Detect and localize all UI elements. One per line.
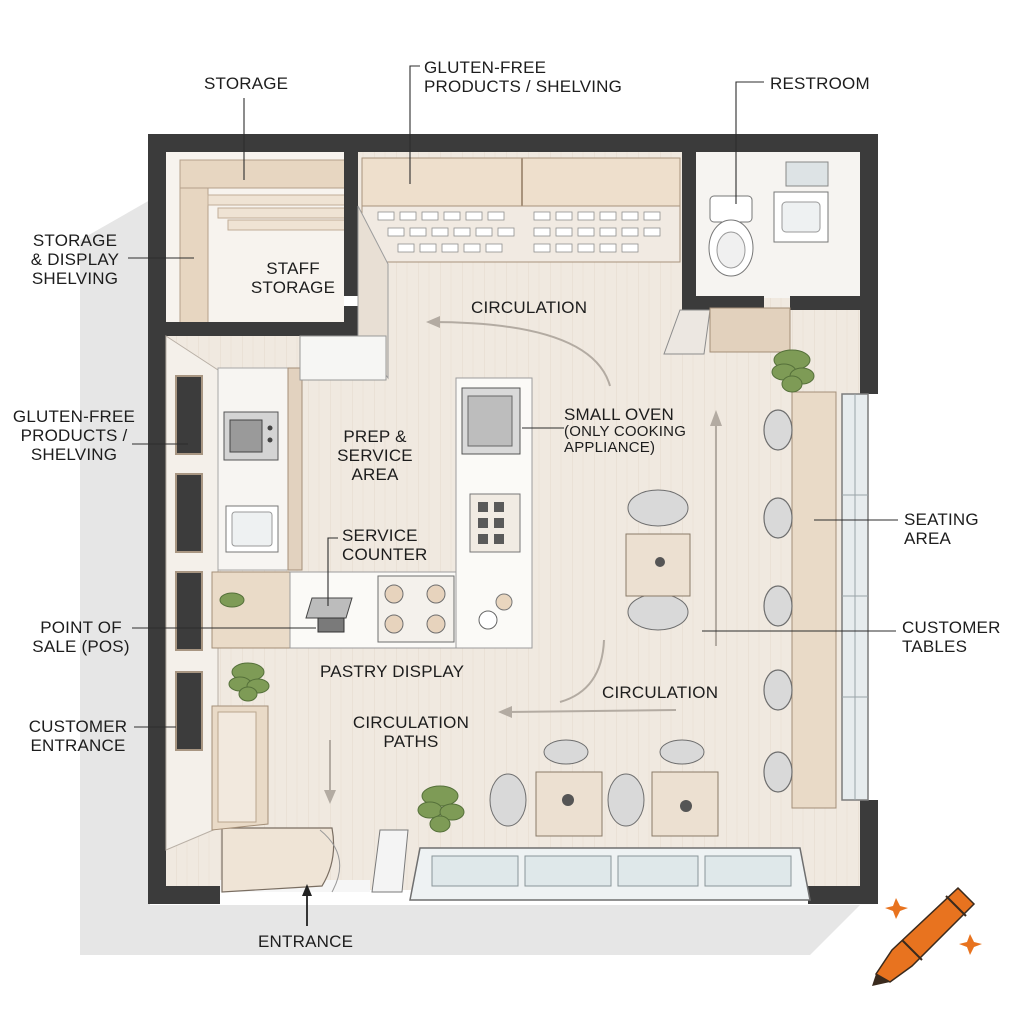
label-pastry-display: PASTRY DISPLAY [320,662,465,681]
label-circulation-right: CIRCULATION [602,683,719,702]
restroom [663,150,860,355]
display-rack [469,493,521,553]
leader-lines [128,65,898,728]
pastry-case [377,575,455,643]
upper-cabinet [299,335,387,381]
toilet-icon [708,195,754,277]
tip-jar [478,610,498,630]
customer-tables-bottom [489,739,719,837]
cash-register-icon [305,597,353,633]
microwave-icon [223,411,279,461]
potted-plant-icon [219,349,815,833]
outer-walls [148,134,878,904]
bread-plate [495,593,513,611]
label-small-oven: SMALL OVEN (ONLY COOKING APPLIANCE) [564,405,687,456]
entrance-arrow [302,884,312,926]
sink-icon [773,161,829,243]
lower-left-shelf [211,705,269,831]
wall-menu-boards [175,375,203,751]
prep-sink-icon [225,505,279,553]
circulation-arrows [324,316,722,804]
storage-room [166,150,358,336]
label-circulation-top: CIRCULATION [471,298,588,317]
customer-table-center [625,489,691,631]
label-entrance: ENTRANCE [258,932,354,951]
crayon-logo-icon [872,886,982,986]
label-storage-top: STORAGE [204,74,289,93]
top-shelving [357,157,681,380]
entrance-door [220,827,370,893]
seating-bench [763,391,837,809]
service-counter [211,377,533,649]
oven-icon [461,387,521,455]
label-restroom: RESTROOM [770,74,870,93]
left-counter [165,335,303,851]
window-wall-right [841,393,869,801]
window-wall-bottom [371,829,811,901]
